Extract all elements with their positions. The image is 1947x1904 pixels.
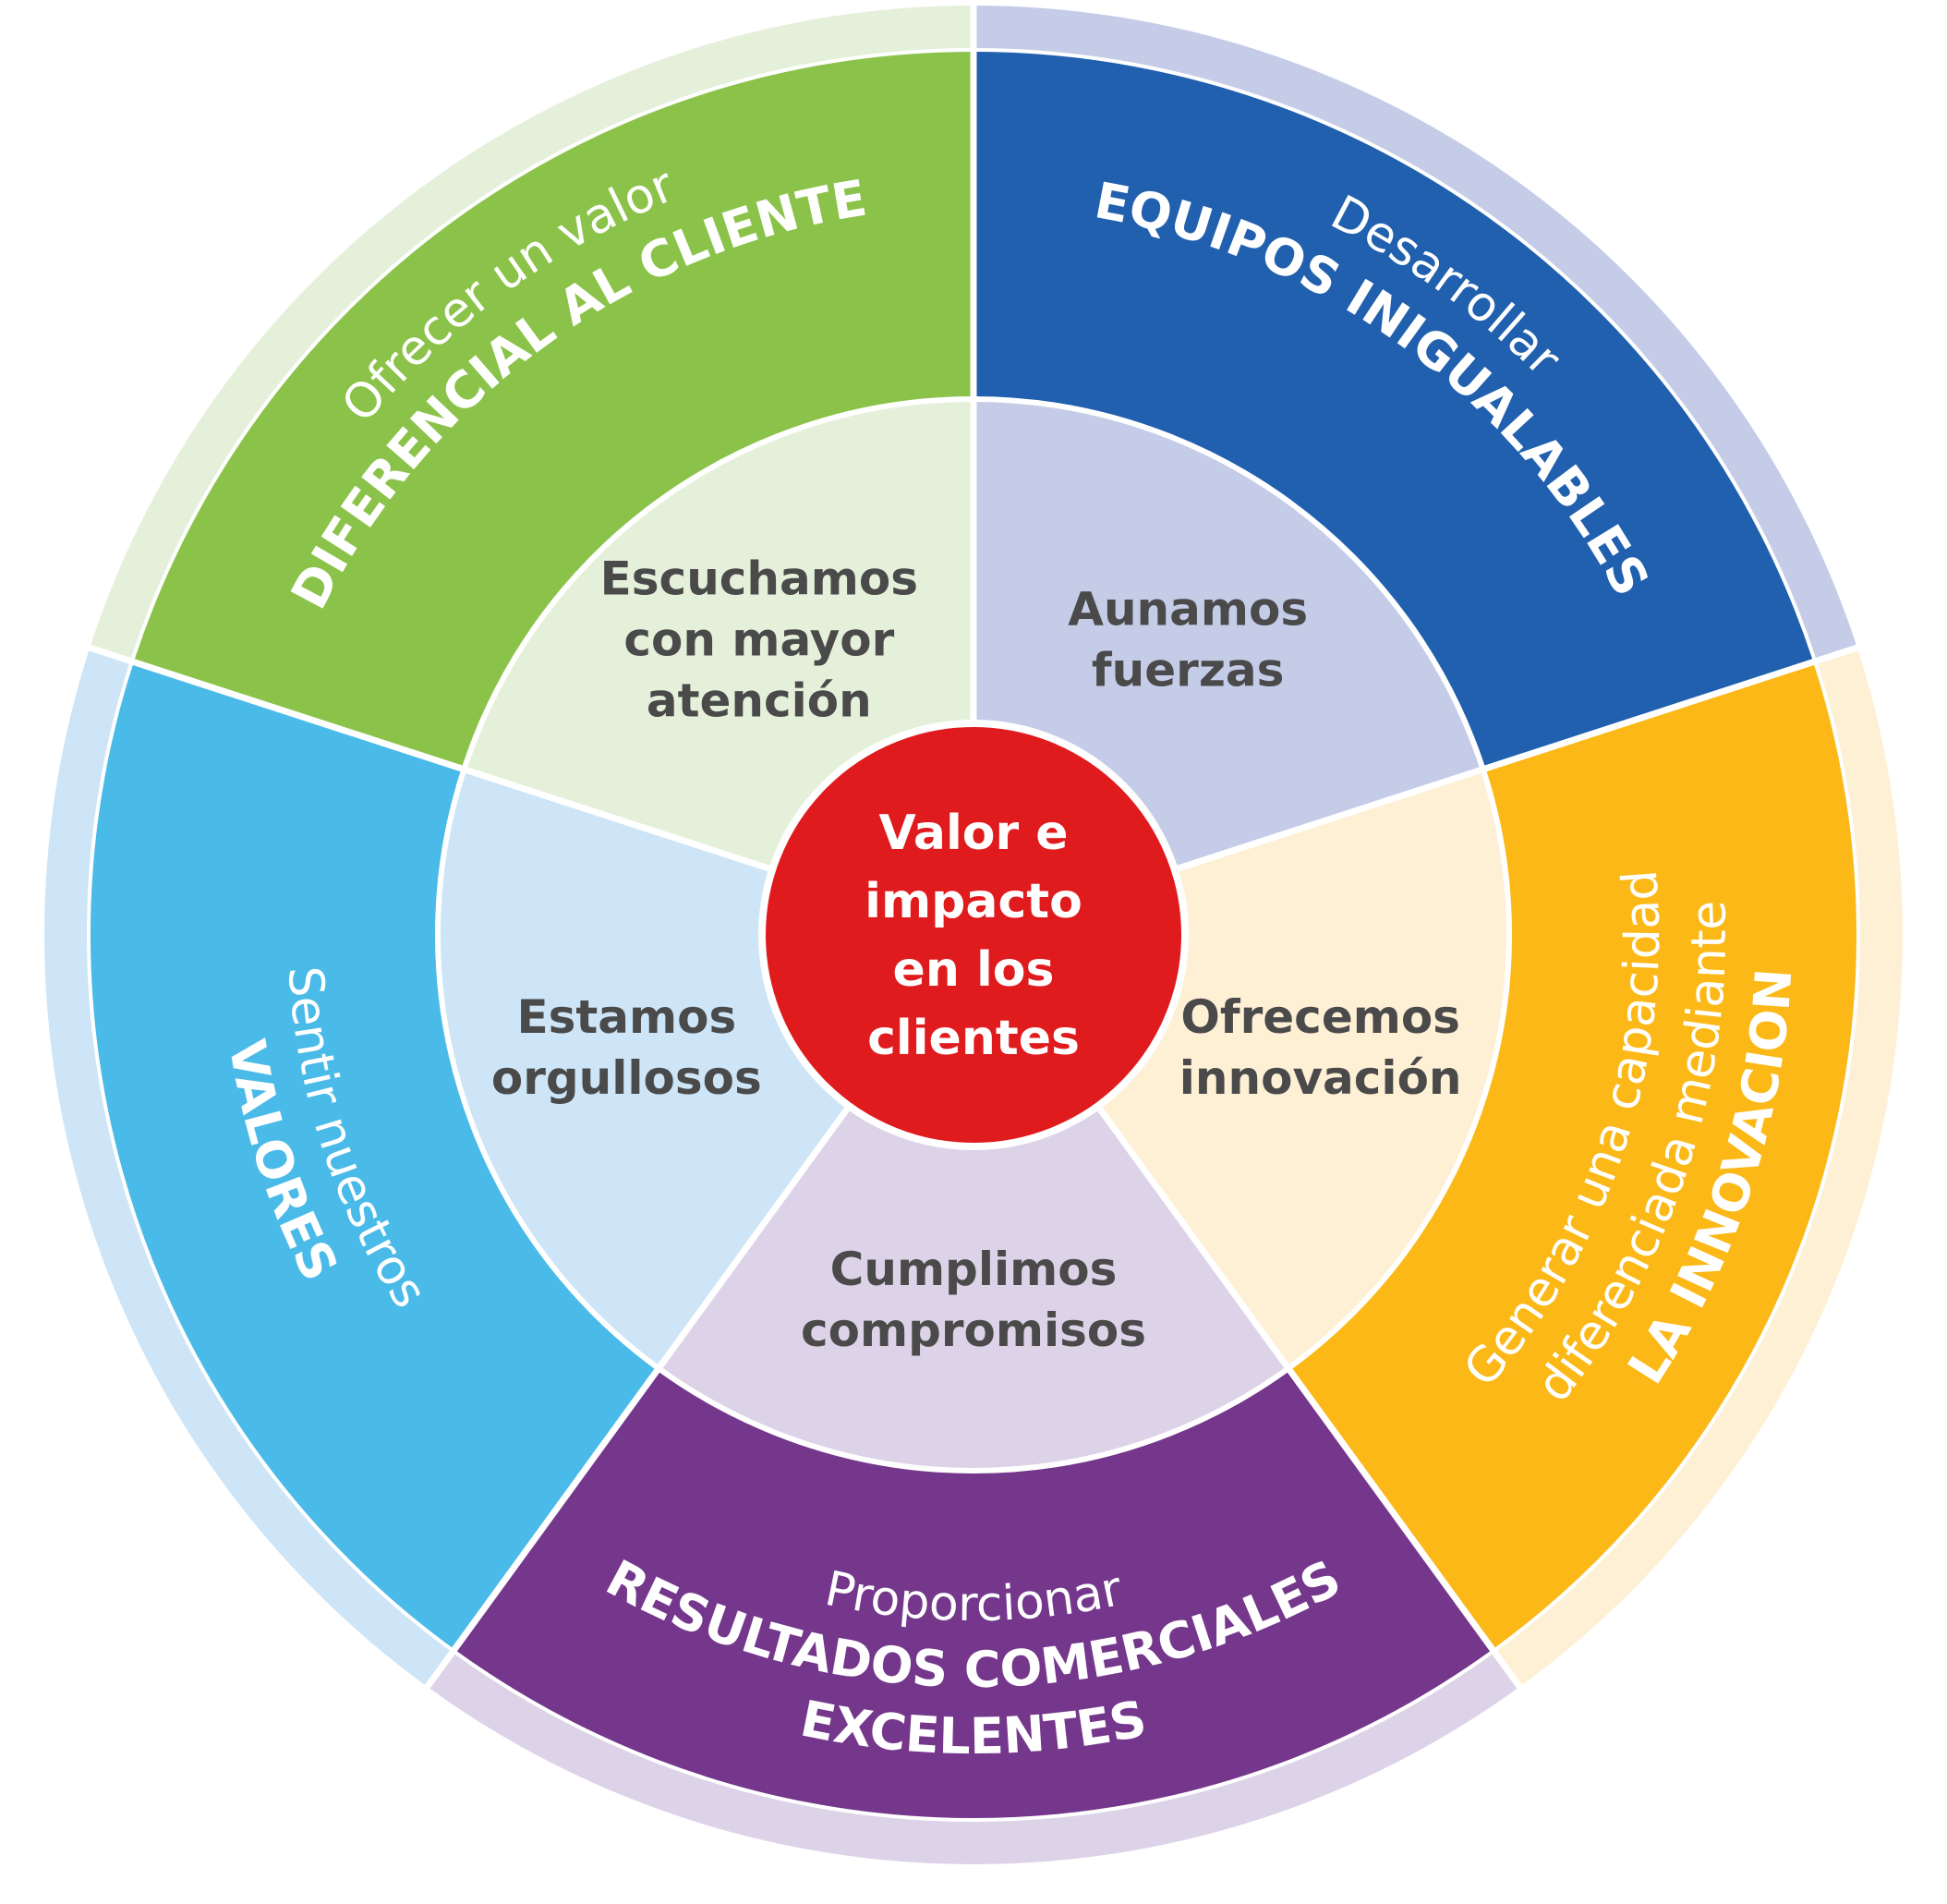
- outer-segment-valores: [88, 661, 659, 1652]
- center-label: Valor e impacto en los clientes: [865, 806, 1082, 1066]
- ring-boundary: [87, 48, 1860, 1822]
- inner-label-line: fuerzas: [1092, 643, 1285, 697]
- divider-line: [1094, 1104, 1524, 1691]
- inner-segment-equipos: [974, 399, 1483, 870]
- inner-label-resultados: Cumplimos compromisos: [801, 1243, 1146, 1357]
- rim-segment-diferencial: [90, 6, 974, 661]
- divider-line: [1173, 644, 1860, 873]
- outer-rim-layer: [43, 6, 1903, 1864]
- rim-segment-resultados: [427, 1651, 1520, 1864]
- inner-label-equipos: Aunamos fuerzas: [1068, 582, 1308, 697]
- center-circle: [758, 720, 1189, 1150]
- outer-segment-equipos: [974, 50, 1816, 770]
- inner-label-line: Escuchamos: [600, 552, 918, 605]
- divider-line: [87, 644, 774, 873]
- inner-label-line: Cumplimos: [830, 1243, 1118, 1296]
- ring-boundary: [435, 396, 1512, 1473]
- inner-segment-innovacion: [1097, 769, 1509, 1369]
- inner-label-diferencial: Escuchamos con mayor atención: [600, 552, 918, 727]
- outer-segment-diferencial: [131, 50, 974, 770]
- inner-label-valores: Estamos orgullosos: [491, 990, 762, 1105]
- divider-line: [423, 1104, 853, 1691]
- inner-label-line: Estamos: [516, 990, 736, 1044]
- inner-label-line: Ofrecemos: [1180, 990, 1460, 1044]
- rim-segment-innovacion: [1494, 648, 1903, 1687]
- inner-label-innovacion: Ofrecemos innovación: [1179, 990, 1462, 1105]
- inner-segment-valores: [437, 769, 850, 1369]
- outer-segment-resultados: [453, 1368, 1494, 1821]
- center-label-line: Valor e: [878, 806, 1068, 861]
- rim-segment-valores: [43, 648, 453, 1687]
- center-label-line: en los: [893, 942, 1055, 998]
- inner-segment-diferencial: [464, 399, 974, 870]
- outer-segment-innovacion: [1288, 661, 1859, 1652]
- inner-segment-resultados: [659, 1106, 1288, 1471]
- inner-label-line: compromisos: [801, 1304, 1146, 1357]
- center-label-line: clientes: [867, 1011, 1080, 1066]
- rim-segment-equipos: [974, 6, 1857, 661]
- inner-label-line: con mayor: [623, 612, 894, 666]
- inner-label-line: orgullosos: [491, 1051, 762, 1105]
- inner-ring-layer: Escuchamos con mayor atención Aunamos fuerza…: [437, 399, 1509, 1471]
- outer-ring-layer: [88, 50, 1859, 1821]
- inner-label-line: Aunamos: [1068, 582, 1308, 636]
- center-label-line: impacto: [865, 874, 1082, 929]
- inner-label-line: innovación: [1179, 1051, 1462, 1105]
- inner-label-line: atención: [647, 673, 872, 727]
- center-hub: Valor e impacto en los clientes: [758, 720, 1189, 1150]
- divider-lines-layer: [87, 4, 1860, 1822]
